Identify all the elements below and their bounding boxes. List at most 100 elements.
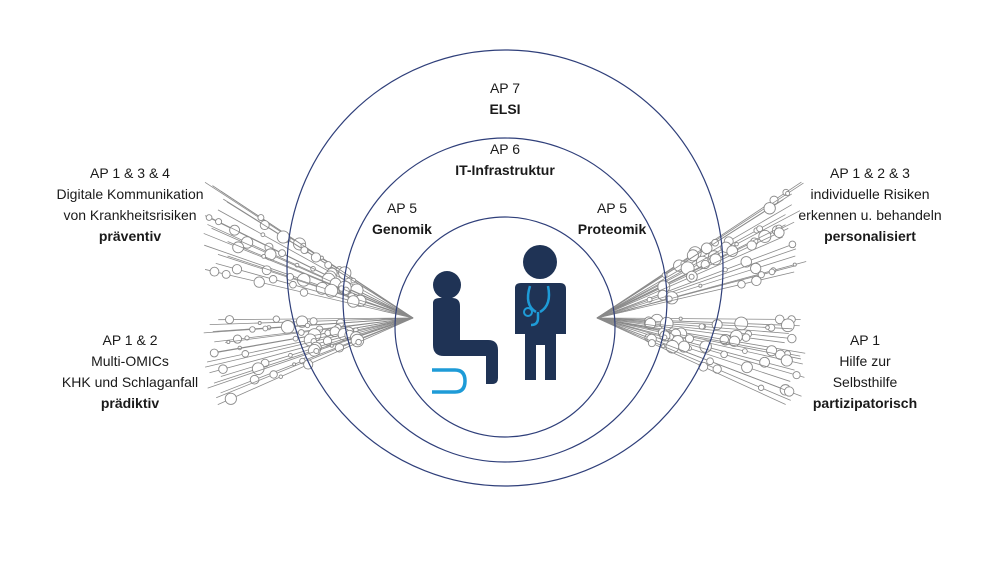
network-node (647, 339, 656, 348)
network-node (700, 242, 713, 255)
network-node (686, 249, 699, 262)
network-node (280, 320, 295, 334)
network-line (596, 255, 796, 319)
network-node (324, 261, 333, 269)
network-node (768, 268, 776, 276)
network-node (678, 316, 683, 321)
network-node (756, 225, 764, 233)
left-upper-keyword: präventiv (98, 228, 162, 244)
network-line (205, 317, 414, 368)
network-line (596, 317, 791, 382)
network-node (784, 386, 795, 397)
network-line (596, 204, 792, 319)
right-lower-line1: AP 1 (849, 332, 881, 348)
network-node (720, 350, 728, 359)
network-node (269, 370, 278, 379)
ring-ap5-right-subtitle: Proteomik (577, 221, 647, 237)
left-lower-line2: Multi-OMICs (91, 353, 169, 369)
network-node (785, 190, 791, 196)
network-node (260, 232, 266, 238)
network-node (742, 348, 748, 354)
network-line (207, 317, 414, 389)
ring-ap6 (342, 137, 668, 463)
network-line (596, 243, 795, 319)
network-node (734, 241, 739, 247)
network-node (788, 240, 797, 249)
network-line (217, 209, 414, 319)
network-node (728, 335, 741, 347)
network-node (750, 262, 762, 275)
network-node (215, 218, 223, 226)
network-node (734, 316, 749, 331)
network-node (740, 256, 752, 268)
ring-ap7-subtitle: ELSI (489, 101, 521, 117)
ring-ap5-right-title: AP 5 (596, 200, 628, 216)
right-upper-keyword: personalisiert (824, 228, 916, 244)
ring-ap7 (286, 49, 724, 487)
right-upper-line2: individuelle Risiken (810, 186, 930, 202)
network-line (596, 317, 793, 330)
network-node (722, 267, 728, 273)
label-right-upper: AP 1 & 2 & 3 individuelle Risiken erkenn… (770, 163, 970, 247)
network-node (225, 315, 235, 325)
ring-ap5-left-subtitle: Genomik (372, 221, 432, 237)
network-node (241, 350, 250, 358)
network-line (596, 317, 802, 360)
network-node (249, 326, 256, 333)
network-node (329, 343, 334, 348)
network-node (299, 288, 309, 297)
network-line (217, 317, 414, 405)
network-node (253, 276, 265, 288)
network-node (787, 333, 797, 344)
network-node (737, 280, 746, 289)
label-left-upper: AP 1 & 3 & 4 Digitale Kommunikation von … (25, 163, 235, 247)
ring-ap5-left-title: AP 5 (386, 200, 418, 216)
network-node (313, 348, 320, 354)
network-line (211, 227, 414, 319)
network-line (596, 248, 797, 319)
network-line (596, 199, 784, 319)
network-line (596, 317, 801, 320)
left-lower-line3: KHK und Schlaganfall (61, 374, 199, 390)
ring-ap5 (394, 216, 616, 438)
network-node (741, 333, 751, 342)
network-line (596, 317, 789, 334)
network-line (596, 317, 802, 397)
right-lower-line2: Hilfe zur (839, 353, 891, 369)
network-node (251, 362, 265, 375)
network-node (272, 315, 280, 323)
network-line (227, 241, 414, 319)
left-upper-line2: Digitale Kommunikation (56, 186, 204, 202)
network-node (774, 314, 785, 325)
network-line (596, 317, 785, 344)
network-node (221, 269, 231, 279)
network-node (257, 321, 262, 325)
network-node (205, 214, 213, 221)
network-node (763, 202, 776, 215)
network-line (596, 317, 786, 405)
network-node (297, 329, 305, 336)
label-left-lower: AP 1 & 2 Multi-OMICs KHK und Schlaganfal… (40, 330, 220, 414)
network-node (257, 214, 265, 222)
network-node (661, 344, 666, 349)
network-node (792, 262, 797, 267)
network-node (759, 356, 770, 368)
network-node (310, 252, 322, 263)
network-node (780, 354, 793, 367)
network-line (215, 262, 414, 319)
network-node (209, 348, 219, 358)
network-node (355, 338, 362, 346)
label-right-lower: AP 1 Hilfe zur Selbsthilfe partizipatori… (790, 330, 940, 414)
network-node (231, 264, 243, 275)
network-node (300, 246, 309, 255)
left-lower-line1: AP 1 & 2 (102, 332, 158, 348)
network-line (216, 317, 414, 399)
network-fan-left (203, 181, 414, 405)
network-node (268, 275, 278, 284)
ring-ap7-title: AP 7 (489, 80, 521, 96)
left-upper-line3: von Krankheitsrisiken (63, 207, 197, 223)
network-node (262, 325, 269, 332)
network-line (204, 269, 414, 319)
